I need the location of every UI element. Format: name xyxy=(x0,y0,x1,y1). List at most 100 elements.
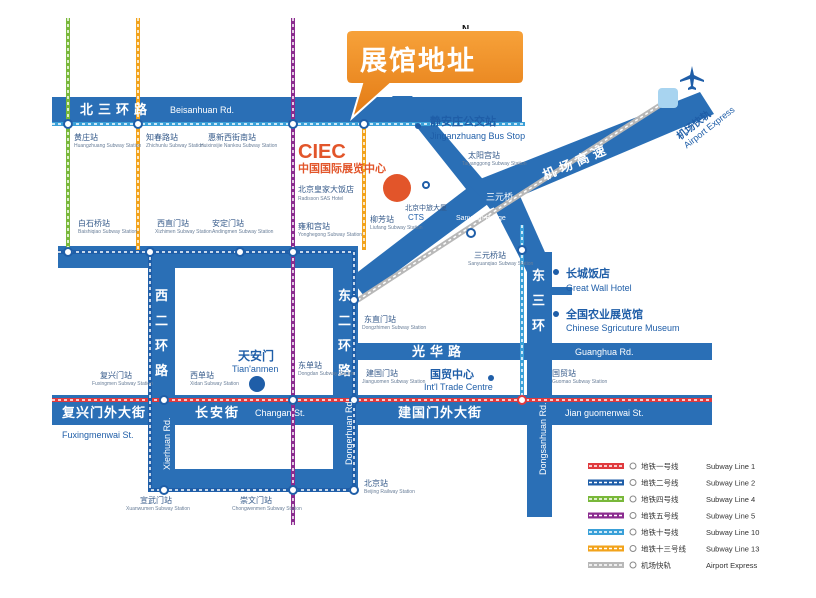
road-network xyxy=(52,92,714,517)
legend-label-cn: 地铁五号线 xyxy=(641,511,679,521)
station-labels: 黄庄站 Huangzhuang Subway Station 知春路站 Zhic… xyxy=(74,132,608,512)
legend-label-en: Subway Line 10 xyxy=(706,528,759,537)
legend-station-icon xyxy=(629,479,637,486)
road-label-beisanhuan-en: Beisanhuan Rd. xyxy=(170,105,234,115)
legend-station-icon xyxy=(629,561,637,569)
legend-item: 地铁二号线 Subway Line 2 xyxy=(588,478,755,488)
road-label-changan-cn: 长安街 xyxy=(195,405,240,421)
station-beijing-en: Beijing Railway Station xyxy=(364,489,415,495)
venue-abbr: CIEC xyxy=(298,141,346,163)
station-liufang-cn: 柳芳站 xyxy=(370,214,394,224)
poi-tiananmen-en: Tian'anmen xyxy=(232,364,278,374)
station-dots xyxy=(63,119,527,495)
legend-label-cn: 地铁二号线 xyxy=(641,478,679,488)
road-xierhuan xyxy=(150,256,175,492)
station-sanyuanqiao-cn: 三元桥站 xyxy=(474,250,506,260)
xierhuan-char-4: 路 xyxy=(155,363,169,378)
road-label-dongerhuan-cn: 东 二 环 路 xyxy=(338,288,352,378)
station-fuxingmen-en: Fuxingmen Subway Station xyxy=(92,381,153,387)
road-label-changan-en: Changan St. xyxy=(255,408,305,418)
station-guomao-en: Guomao Subway Station xyxy=(552,379,608,385)
legend-label-cn: 地铁十三号线 xyxy=(641,544,686,554)
road-label-fuxingmenwai-en: Fuxingmenwai St. xyxy=(62,430,134,440)
legend-item: 地铁四号线 Subway Line 4 xyxy=(588,494,755,504)
road-label-xierhuan-cn: 西 二 环 路 xyxy=(155,288,169,378)
station-xidan-cn: 西单站 xyxy=(190,370,214,380)
callout-label: 展馆地址 xyxy=(360,45,476,77)
road-label-beisanhuan-cn: 北三环路 xyxy=(80,102,152,118)
station-beijing-cn: 北京站 xyxy=(364,478,388,488)
xierhuan-char-3: 环 xyxy=(155,338,168,353)
poi-guomao-en: Int'l Trade Centre xyxy=(424,382,493,392)
station-taiyanggong-cn: 太阳宫站 xyxy=(468,150,500,160)
station-liufang-en: Liufang Subway Station xyxy=(370,225,423,231)
road-label-dongsanhuan-en: Dongsanhuan Rd. xyxy=(538,402,548,475)
legend-label-en: Subway Line 1 xyxy=(706,462,755,471)
legend-station-icon xyxy=(629,462,637,470)
station-dongdan-en: Dongdan Subway Station xyxy=(298,371,355,377)
station-dongdan-cn: 东单站 xyxy=(298,360,322,370)
poi-cts-cn: 北京中旅大厦 xyxy=(405,203,447,212)
station-xuanwumen-cn: 宣武门站 xyxy=(140,495,172,505)
legend-item: 地铁十号线 Subway Line 10 xyxy=(588,527,759,537)
station-huixinxijie-en: Huixinxijie Nankou Subway Station xyxy=(200,143,277,149)
map-legend: 地铁一号线 Subway Line 1 地铁二号线 Subway Line 2 地铁四号… xyxy=(588,461,759,570)
road-label-guanghua-en: Guanghua Rd. xyxy=(575,347,634,357)
legend-label-cn: 地铁一号线 xyxy=(641,461,679,471)
station-xidan-en: Xidan Subway Station xyxy=(190,381,239,387)
road-southwest-diagonal xyxy=(350,186,488,296)
road-north-2nd-ring xyxy=(58,246,358,268)
poi-sanyuanqiao-en: Sanyuan Bridge xyxy=(456,215,506,222)
dongsanhuan-char-3: 环 xyxy=(532,318,545,333)
station-xizhimen-en: Xizhimen Subway Station xyxy=(155,229,212,235)
airplane-icon xyxy=(680,66,704,90)
station-dongzhimen-cn: 东直门站 xyxy=(364,314,396,324)
venue-marker xyxy=(383,174,411,202)
road-label-dongerhuan-en: Dongerhuan Rd. xyxy=(344,399,354,465)
legend-label-en: Subway Line 5 xyxy=(706,512,755,521)
road-label-jianguomenwai-en: Jian guomenwai St. xyxy=(565,408,644,418)
station-chongwenmen-cn: 崇文门站 xyxy=(240,495,272,505)
station-baishiqiao-cn: 白石桥站 xyxy=(78,218,110,228)
dongsanhuan-char-1: 东 xyxy=(532,268,545,283)
poi-dot-jinganzhuang xyxy=(415,123,421,129)
poi-dot-guomao xyxy=(488,375,494,381)
poi-guomao-cn: 国贸中心 xyxy=(430,367,474,381)
legend-label-en: Subway Line 2 xyxy=(706,479,755,488)
legend-label-cn: 地铁四号线 xyxy=(641,494,679,504)
road-guanghua xyxy=(352,343,712,360)
road-label-xierhuan-en: Xierhuan Rd. xyxy=(162,417,172,470)
legend-station-icon xyxy=(629,545,637,552)
poi-marker-tiananmen xyxy=(249,376,265,392)
poi-jinganzhuang-en: Jinganzhuang Bus Stop xyxy=(430,131,525,141)
subway-lines xyxy=(52,18,712,525)
dongsanhuan-char-2: 三 xyxy=(532,293,545,308)
poi-radisson-cn: 北京皇家大饭店 xyxy=(298,184,354,194)
station-huixinxijie-cn: 惠新西街南站 xyxy=(208,132,256,142)
station-zhichunlu-cn: 知春路站 xyxy=(146,132,178,142)
station-fuxingmen-cn: 复兴门站 xyxy=(100,370,132,380)
station-taiyanggong-en: Taiyanggong Subway Station xyxy=(462,161,527,167)
station-yonghegong-en: Yonghegong Subway Station xyxy=(298,232,362,238)
legend-item: 地铁一号线 Subway Line 1 xyxy=(588,461,755,471)
legend-label-cn: 地铁十号线 xyxy=(641,527,679,537)
legend-label-en: Subway Line 4 xyxy=(706,495,755,504)
dongerhuan-char-4: 路 xyxy=(338,363,352,378)
station-andingmen-cn: 安定门站 xyxy=(212,218,244,228)
station-huangzhuang-cn: 黄庄站 xyxy=(74,132,98,142)
station-xuanwumen-en: Xuanwumen Subway Station xyxy=(126,506,190,512)
road-dongsanhuan xyxy=(527,252,552,517)
station-xizhimen-cn: 西直门站 xyxy=(157,218,189,228)
xierhuan-char-2: 二 xyxy=(155,313,168,328)
xierhuan-char-1: 西 xyxy=(155,288,168,303)
road-label-fuxingmenwai-cn: 复兴门外大街 xyxy=(61,405,146,421)
poi-cts-en: CTS xyxy=(408,213,424,222)
poi-dot-greatwall xyxy=(553,269,559,275)
poi-sanyuanqiao-cn: 三元桥 xyxy=(486,191,513,203)
legend-station-icon xyxy=(629,528,637,536)
venue-callout: 展馆地址 xyxy=(345,29,525,122)
station-jianguomen-en: Jianguomen Subway Station xyxy=(362,379,426,385)
legend-label-en: Airport Express xyxy=(706,561,758,570)
dongerhuan-char-2: 二 xyxy=(338,313,351,328)
